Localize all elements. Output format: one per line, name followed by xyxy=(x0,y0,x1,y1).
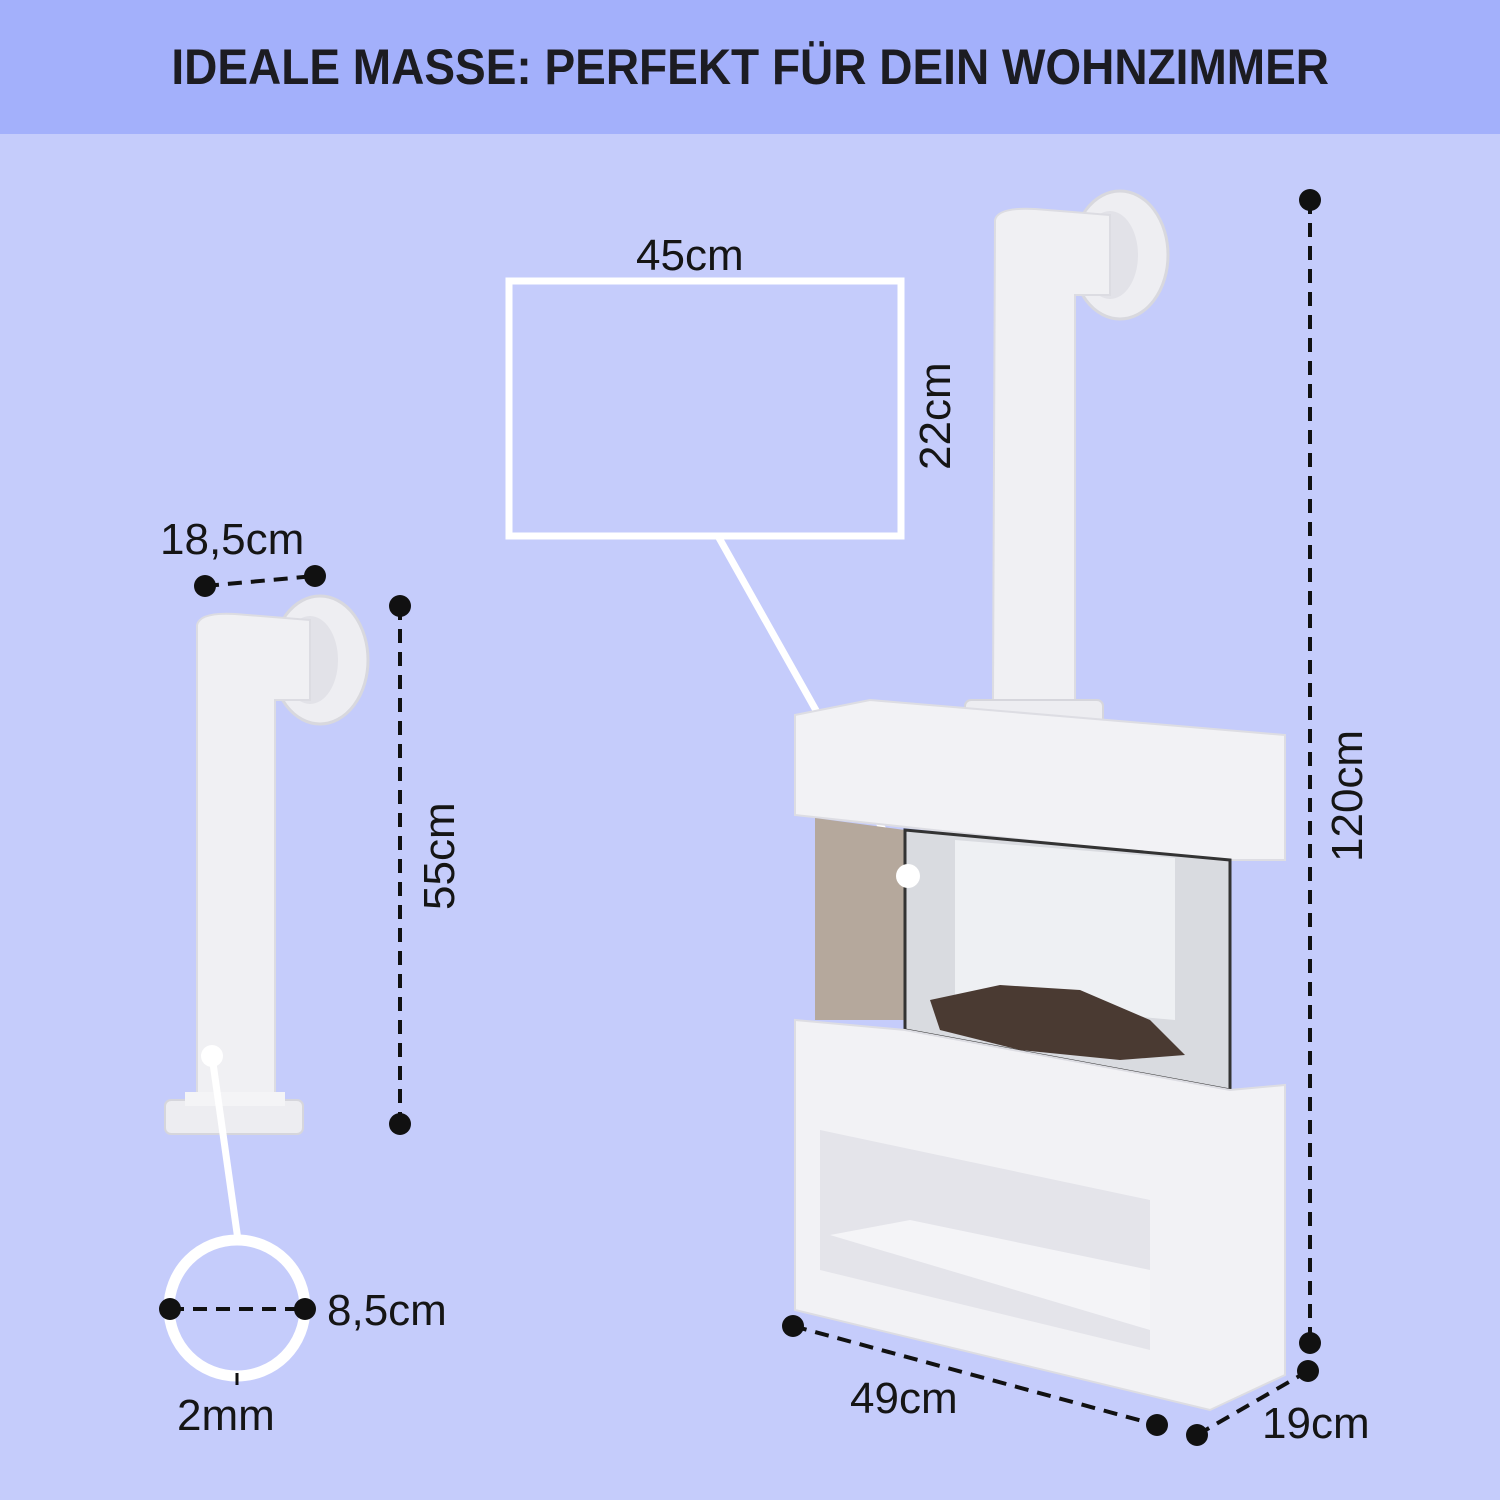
pipe-cross-section xyxy=(163,1234,311,1382)
page-title: IDEALE MASSE: PERFEKT FÜR DEIN WOHNZIMME… xyxy=(171,39,1329,95)
label-depth: 19cm xyxy=(1262,1399,1370,1448)
header-banner: IDEALE MASSE: PERFEKT FÜR DEIN WOHNZIMME… xyxy=(0,0,1500,134)
callout-line xyxy=(208,1055,242,1241)
label-total-height: 120cm xyxy=(1323,729,1372,862)
fireplace-illustration xyxy=(794,189,1286,1412)
label-pipe-wall: 2mm xyxy=(177,1391,275,1440)
label-pipe-width: 18,5cm xyxy=(160,515,305,564)
label-display-height: 22cm xyxy=(911,362,960,470)
label-width: 49cm xyxy=(850,1374,958,1423)
label-pipe-diameter: 8,5cm xyxy=(327,1286,447,1335)
display-dimension-box xyxy=(505,277,905,540)
dimension-line-pipe-width xyxy=(204,574,316,588)
label-display-width: 45cm xyxy=(636,231,744,280)
label-pipe-height: 55cm xyxy=(415,802,464,910)
chimney-pipe-illustration xyxy=(164,594,370,1135)
dimension-line-width xyxy=(792,1324,1158,1427)
